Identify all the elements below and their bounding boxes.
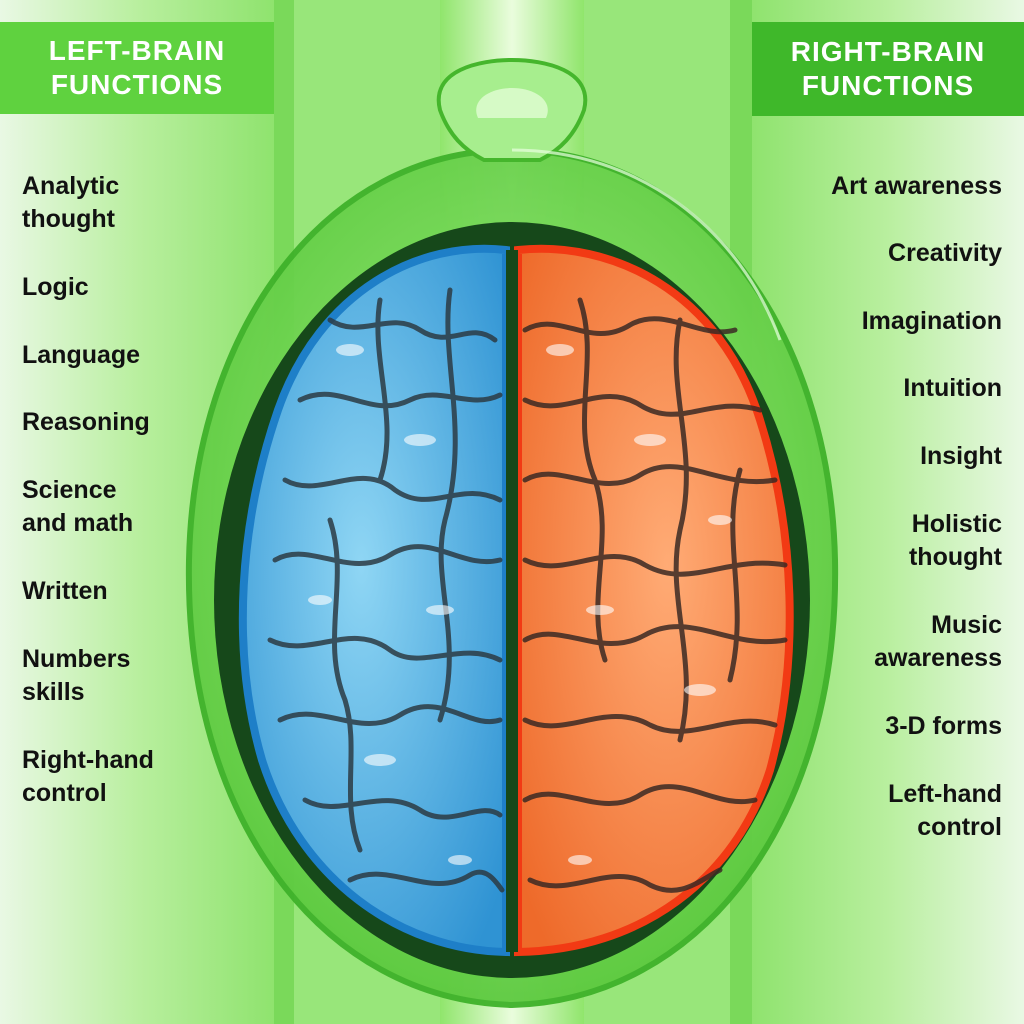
list-item: Holistic thought xyxy=(908,510,1002,571)
list-item: Imagination xyxy=(861,307,1002,335)
list-item: Intuition xyxy=(903,374,1002,402)
list-item: Analytic thought xyxy=(22,172,120,233)
list-item: Art awareness xyxy=(831,172,1002,200)
right-brain-header: RIGHT-BRAIN FUNCTIONS xyxy=(752,22,1024,116)
list-item: Reasoning xyxy=(22,408,150,436)
list-item: Left-hand control xyxy=(888,780,1002,841)
right-hemisphere xyxy=(514,244,794,957)
list-item: Language xyxy=(22,341,141,369)
list-item: Music awareness xyxy=(874,611,1002,672)
right-header-line2: FUNCTIONS xyxy=(801,70,975,101)
right-header-line1: RIGHT-BRAIN xyxy=(790,36,986,67)
left-header-line1: LEFT-BRAIN xyxy=(48,35,226,66)
list-item: Numbers skills xyxy=(22,645,131,706)
list-item: Creativity xyxy=(888,239,1002,267)
list-item: Insight xyxy=(920,442,1002,470)
left-header-line2: FUNCTIONS xyxy=(50,69,224,100)
list-item: Right-hand control xyxy=(22,746,154,807)
list-item: Written xyxy=(22,577,108,605)
left-brain-header: LEFT-BRAIN FUNCTIONS xyxy=(0,22,274,114)
list-item: Science and math xyxy=(22,476,134,537)
left-hemisphere xyxy=(238,244,510,957)
list-item: Logic xyxy=(22,273,89,301)
list-item: 3-D forms xyxy=(885,712,1002,740)
